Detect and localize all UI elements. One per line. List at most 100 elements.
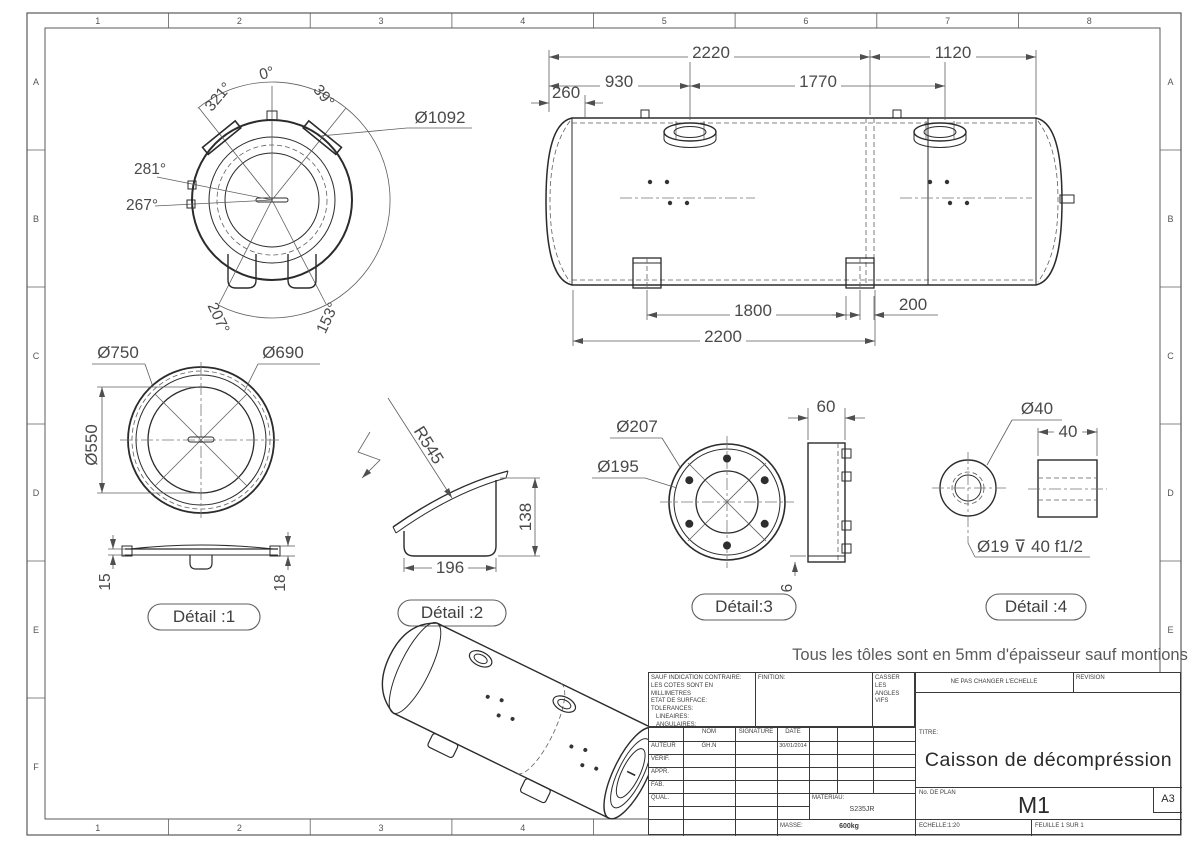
zone-col-b3: 3: [378, 823, 383, 833]
zone-col-5: 5: [662, 16, 667, 26]
detail-2-view: R545 138 196 Détail :2: [357, 397, 540, 627]
dim-930: 930: [605, 72, 633, 91]
detail-3-label: Détail:3: [715, 597, 773, 616]
angle-321: 321°: [202, 79, 236, 114]
zone-row-d: D: [33, 488, 40, 498]
row-appr: APPR.: [651, 769, 670, 775]
zone-row-c: C: [33, 351, 40, 361]
detail-4-view: Ø40 40 Ø19 ⊽ 40 f1/2 Détail :4: [932, 399, 1107, 621]
revision-cell: REVISION: [1074, 673, 1181, 693]
detail-3-view: Ø207 Ø195 60 6 Détail:3: [592, 397, 865, 621]
angle-39: 39°: [309, 82, 337, 111]
zone-col-4: 4: [520, 16, 525, 26]
materiau-value: S235JR: [849, 806, 875, 813]
row-fab: FAB.: [651, 782, 665, 788]
dim-1770: 1770: [799, 72, 837, 91]
dim-tapped-hole: Ø19 ⊽ 40 f1/2: [977, 537, 1083, 556]
row-qual: QUAL.: [651, 795, 670, 801]
zone-row-b: B: [33, 214, 39, 224]
tolerance-line-1: SAUF INDICATION CONTRAIRE:: [651, 675, 742, 681]
saddle-feet: [632, 257, 875, 292]
titre-label: TITRE:: [919, 730, 938, 736]
tolerance-note-cell: SAUF INDICATION CONTRAIRE: LES COTES SON…: [649, 673, 756, 728]
dim-40-len: 40: [1059, 422, 1078, 441]
materiau-label: MATERIAU:: [812, 795, 845, 801]
drawing-title: Caisson de décompréssion: [924, 749, 1173, 771]
masse-value: 600kg: [839, 823, 859, 830]
angle-0: 0°: [257, 64, 276, 84]
zone-row-e-r: E: [1167, 625, 1173, 635]
tolerance-line-6: ANGULAIRES:: [656, 721, 697, 728]
zone-row-b-r: B: [1167, 214, 1173, 224]
zone-col-1: 1: [95, 16, 100, 26]
col-nom: NOM: [702, 729, 716, 735]
detail-1-label: Détail :1: [173, 607, 235, 626]
sheet-format: A3: [1153, 787, 1182, 813]
tolerance-line-2: LES COTES SONT EN MILLIMETRES: [651, 682, 713, 697]
feuille: FEUILLE 1 SUR 1: [1035, 823, 1084, 829]
dim-60: 60: [817, 397, 836, 416]
auteur-date: 30/01/2014: [779, 743, 807, 749]
angle-267: 267°: [126, 197, 158, 214]
auteur-nom: GH.N: [701, 743, 717, 749]
dim-750: Ø750: [97, 343, 139, 362]
plan-number: M1: [1018, 792, 1050, 818]
dim-690: Ø690: [262, 343, 304, 362]
zone-col-7: 7: [945, 16, 950, 26]
finition-cell: FINITION:: [756, 673, 873, 727]
angle-153: 153°: [313, 300, 342, 336]
dim-138: 138: [516, 503, 535, 531]
no-scale-note: NE PAS CHANGER L'ECHELLE: [950, 679, 1038, 685]
finition-label: FINITION:: [758, 675, 786, 681]
dim-207: Ø207: [616, 417, 658, 436]
dim-200: 200: [899, 295, 927, 314]
dim-1800: 1800: [734, 301, 772, 320]
end-view: 0° 39° 321° 281° 267° 207° 153° Ø1092: [126, 64, 472, 336]
deburr-cell: CASSER LES ANGLES VIFS: [873, 673, 915, 727]
side-view: 2220 1120 930 1770 260 1800 200 2200: [531, 43, 1075, 346]
dim-260: 260: [552, 83, 580, 102]
zone-col-b2: 2: [237, 823, 242, 833]
dim-550: Ø550: [82, 424, 101, 466]
detail-4-label: Détail :4: [1005, 597, 1067, 616]
zone-col-b4: 4: [520, 823, 525, 833]
zone-row-c-r: C: [1167, 351, 1174, 361]
zone-row-a-r: A: [1167, 77, 1173, 87]
zone-row-a: A: [33, 77, 39, 87]
dim-1120: 1120: [935, 43, 972, 62]
zone-row-e: E: [33, 625, 39, 635]
col-date: DATE: [785, 729, 801, 735]
zone-col-6: 6: [803, 16, 808, 26]
zone-col-b1: 1: [95, 823, 100, 833]
manhole-left: [663, 121, 717, 148]
zone-row-d-r: D: [1167, 488, 1174, 498]
zone-col-8: 8: [1087, 16, 1092, 26]
manhole-right: [913, 121, 967, 148]
detail-2-label: Détail :2: [421, 603, 483, 622]
masse-label: MASSE:: [780, 823, 803, 829]
tolerance-line-5: LINEAIRES:: [656, 713, 690, 720]
echelle: ECHELLE:1:20: [919, 823, 960, 829]
dim-18: 18: [272, 574, 289, 591]
dim-2220: 2220: [692, 43, 730, 62]
tolerance-line-4: TOLERANCES:: [651, 706, 694, 713]
dim-196: 196: [436, 558, 464, 577]
thickness-note: Tous les tôles sont en 5mm d'épaisseur s…: [792, 646, 1188, 664]
zone-row-f: F: [33, 762, 39, 772]
detail-1-view: Ø750 Ø690 Ø550 15 18 Détail :1: [82, 343, 320, 631]
row-verif: VERIF.: [651, 756, 670, 762]
col-signature: SIGNATURE: [738, 729, 774, 735]
angle-281: 281°: [134, 161, 166, 178]
dim-r545: R545: [410, 423, 448, 468]
isometric-view: [381, 622, 659, 820]
deburr-note: CASSER LES ANGLES VIFS: [875, 675, 900, 705]
dim-2200: 2200: [704, 327, 742, 346]
dim-15: 15: [97, 573, 114, 590]
dim-40-dia: Ø40: [1021, 399, 1053, 418]
no-scale-cell: NE PAS CHANGER L'ECHELLE: [915, 673, 1074, 693]
tolerance-line-3: ETAT DE SURFACE:: [651, 698, 708, 705]
zone-col-3: 3: [378, 16, 383, 26]
dim-6: 6: [779, 584, 796, 593]
